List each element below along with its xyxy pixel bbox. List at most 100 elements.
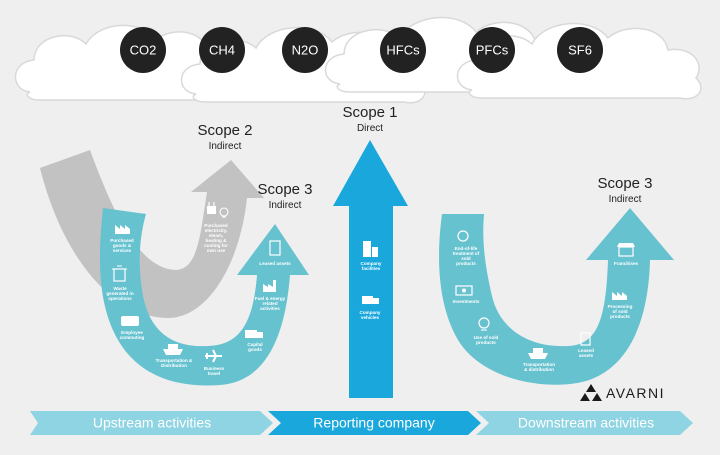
activity-line: activities (260, 306, 280, 311)
activity-line: & distribution (524, 367, 554, 372)
activity-line: generated in (106, 291, 134, 296)
ship-icon (163, 344, 183, 355)
activity-investments: Investments (453, 285, 480, 304)
activity-line: Employee (121, 330, 143, 335)
activity-line: Leased (578, 348, 594, 353)
truck-icon (362, 296, 379, 304)
scope3-downstream-arrow (439, 208, 674, 385)
activity-line: products (456, 261, 476, 266)
activity-line: Use of sold (474, 335, 499, 340)
lightbulb-icon (478, 317, 490, 331)
activity-line: sold (461, 256, 471, 261)
banner-downstream-label: Downstream activities (518, 415, 654, 431)
activity-line: Franchises (614, 261, 639, 266)
svg-text:Transportation& distribution: Transportation& distribution (523, 362, 555, 372)
gas-co2: CO2 (120, 27, 166, 73)
activity-line: operations (108, 296, 132, 301)
airplane-icon (205, 349, 222, 363)
activity-line: heating & (206, 238, 228, 243)
avarni-logo-mark-icon (580, 384, 602, 401)
activity-upstream-transportation: Transportation &Distribution (156, 344, 193, 368)
activity-line: Processing (608, 304, 633, 309)
scope1-arrow (333, 140, 408, 398)
gas-label: HFCs (386, 42, 420, 57)
activity-downstream-transportation: Transportation& distribution (523, 348, 555, 372)
banknote-icon (455, 285, 473, 296)
scope3-upstream-arrow (99, 208, 309, 386)
activity-line: Company (360, 310, 381, 315)
plug-icon (207, 202, 216, 214)
activity-line: Distribution (161, 363, 187, 368)
scope3-downstream-label: Scope 3 Indirect (597, 175, 652, 205)
activity-line: goods (248, 347, 262, 352)
activity-banner: Upstream activities Reporting company Do… (30, 411, 693, 435)
activity-line: products (610, 314, 630, 319)
lightbulb-icon (219, 207, 229, 218)
office-building-icon (363, 241, 378, 257)
building-icon (269, 240, 281, 256)
bus-icon (121, 316, 139, 326)
activity-line: commuting (120, 335, 145, 340)
activity-line: facilities (362, 266, 381, 271)
svg-text:Transportation &Distribution: Transportation &Distribution (156, 358, 193, 368)
activity-line: travel (208, 371, 220, 376)
gas-ch4: CH4 (199, 27, 245, 73)
scope1-label: Scope 1 Direct (342, 104, 397, 134)
gas-label: N2O (292, 42, 319, 57)
svg-text:Investments: Investments (453, 299, 480, 304)
activity-line: assets (579, 353, 594, 358)
activity-line: Fuel & energy (255, 296, 286, 301)
banner-reporting (268, 411, 481, 435)
gas-hfcs: HFCs (380, 27, 426, 73)
activity-franchises: Franchises (614, 243, 639, 266)
activity-line: Transportation (523, 362, 555, 367)
activity-line: related (262, 301, 277, 306)
activity-line: Business (204, 366, 225, 371)
activity-line: vehicles (361, 315, 380, 320)
building-icon (580, 332, 591, 346)
scope3-upstream-title: Scope 3 (257, 181, 312, 198)
gas-label: CH4 (209, 42, 235, 57)
scope3-downstream-title: Scope 3 (597, 175, 652, 192)
activity-line: services (113, 248, 132, 253)
activity-line: own use (207, 248, 226, 253)
truck-icon (245, 330, 263, 338)
gas-label: SF6 (568, 42, 592, 57)
scope3-upstream-subtitle: Indirect (269, 200, 302, 211)
activity-line: Investments (453, 299, 480, 304)
scope1-subtitle: Direct (357, 123, 383, 134)
activity-line: products (476, 340, 496, 345)
activity-line: cooling for (204, 243, 228, 248)
scope3-downstream-subtitle: Indirect (609, 194, 642, 205)
brand-name: AVARNI (606, 385, 665, 401)
svg-text:Leased assets: Leased assets (259, 261, 291, 266)
factory-smoke-icon (263, 280, 276, 292)
scope1-title: Scope 1 (342, 104, 397, 121)
scope2-title: Scope 2 (197, 122, 252, 139)
activity-line: Leased assets (259, 261, 291, 266)
gas-row: CO2 CH4 N2O HFCs PFCs SF6 (120, 27, 603, 73)
gas-sf6: SF6 (557, 27, 603, 73)
activity-line: steam, (209, 233, 224, 238)
activity-line: Capital (247, 342, 262, 347)
activity-upstream-leased-assets: Leased assets (259, 240, 291, 266)
